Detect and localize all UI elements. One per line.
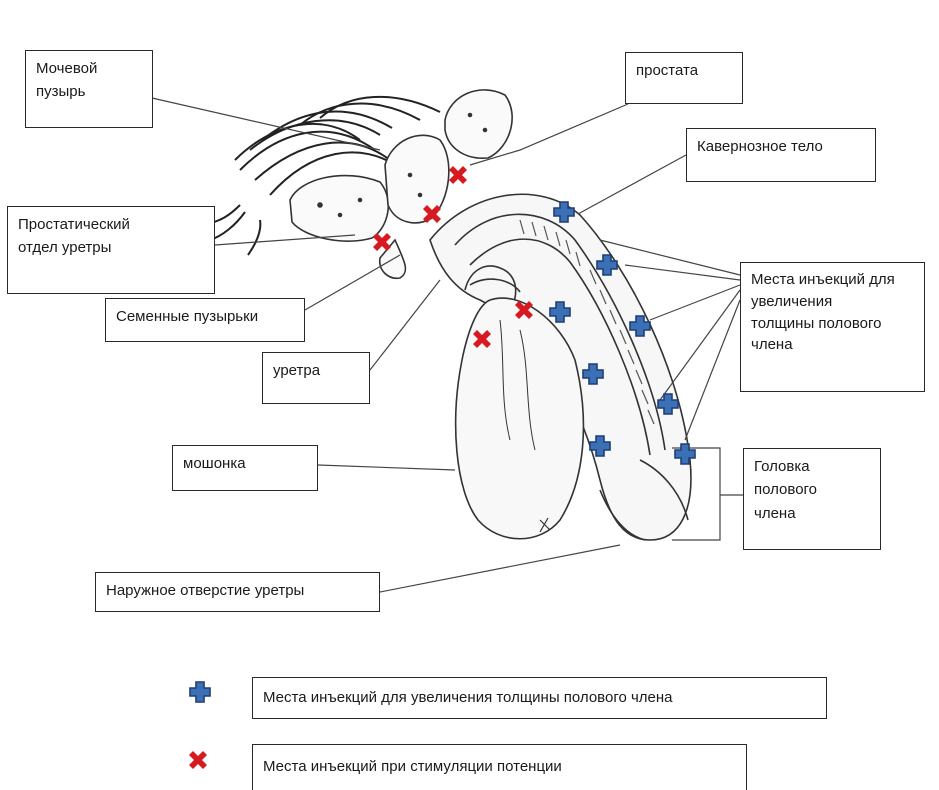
legend-red-x-text: Места инъекций при стимуляции потенции (263, 755, 736, 778)
x-marker-icon (373, 233, 391, 251)
label-glans-line2: полового (754, 478, 870, 501)
legend-blue-plus: Места инъекций для увеличения толщины по… (252, 677, 827, 719)
label-urethra: уретра (262, 352, 370, 404)
label-glans-line3: члена (754, 502, 870, 525)
label-injection-line4: члена (751, 334, 914, 356)
label-prostate-text: простата (636, 59, 732, 82)
x-marker-icon (189, 751, 207, 769)
legend-red-x: Места инъекций при стимуляции потенции (252, 744, 747, 790)
label-glans: Головка полового члена (743, 448, 881, 550)
label-injection-line3: толщины полового (751, 313, 914, 335)
label-seminal-text: Семенные пузырьки (116, 305, 294, 328)
label-prostatic-line2: отдел уретры (18, 236, 204, 259)
label-scrotum-text: мошонка (183, 452, 307, 475)
plus-marker-icon (190, 682, 210, 702)
label-cavernous-body: Кавернозное тело (686, 128, 876, 182)
label-urethra-text: уретра (273, 359, 359, 382)
label-scrotum: мошонка (172, 445, 318, 491)
label-external-urethral-opening: Наружное отверстие уретры (95, 572, 380, 612)
label-injection-line1: Места инъекций для (751, 269, 914, 291)
label-bladder: Мочевой пузырь (25, 50, 153, 128)
label-prostatic-urethra: Простатический отдел уретры (7, 206, 215, 294)
label-seminal-vesicles: Семенные пузырьки (105, 298, 305, 342)
label-prostate: простата (625, 52, 743, 104)
label-prostatic-line1: Простатический (18, 213, 204, 236)
x-marker-icon (449, 166, 467, 184)
legend-markers (189, 682, 210, 769)
label-bladder-line2: пузырь (36, 80, 142, 103)
label-cavernous-text: Кавернозное тело (697, 135, 865, 158)
legend-blue-plus-text: Места инъекций для увеличения толщины по… (263, 686, 816, 709)
label-bladder-line1: Мочевой (36, 57, 142, 80)
label-injection-thickness: Места инъекций для увеличения толщины по… (740, 262, 925, 392)
label-injection-line2: увеличения (751, 291, 914, 313)
label-glans-line1: Головка (754, 455, 870, 478)
label-meatus-text: Наружное отверстие уретры (106, 579, 369, 602)
